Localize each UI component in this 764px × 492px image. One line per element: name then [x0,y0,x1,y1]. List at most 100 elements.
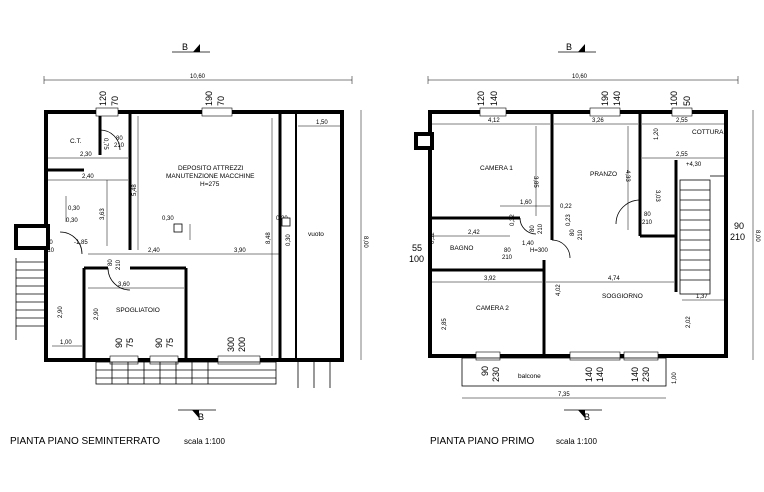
overall-width: 10,60 [190,74,206,80]
dim-030a: 0,30 [68,206,80,212]
dim-285: 2,85 [442,318,448,330]
section-letter: B [566,42,572,52]
deposito-line-3: H=275 [200,181,220,188]
left-plan-scale: scala 1:100 [184,437,225,446]
section-letter: B [182,42,188,52]
ct-door-width: 80 [116,136,123,142]
ramp-bottom [95,360,331,388]
dim-032: 0,32 [510,214,516,226]
deposito-line-2: MANUTENZIONE MACCHINE [166,173,255,180]
dim-030c: 0,30 [162,216,174,222]
section-letter: B [584,412,590,422]
window-top-1-width: 120 [476,91,486,106]
window-bot-1-width: 90 [480,366,490,376]
camera2-label: CAMERA 2 [476,305,509,312]
dim-052: 0,52 [430,232,436,244]
ct-dim: 0,75 [102,138,108,150]
section-marker-bottom-right: B [564,409,602,422]
window-top-2-height: 140 [612,91,622,106]
window-bot-1-height: 75 [125,338,135,348]
dim-230: 2,30 [80,152,92,158]
dim-303: 3,03 [654,190,660,202]
window-top-1-height: 70 [110,96,120,106]
c1-door-height: 210 [538,223,544,234]
garage-door-width: 300 [226,337,236,352]
dim-363: 3,63 [100,208,106,220]
sp-door-width: 80 [108,259,114,266]
stairs-left [15,258,46,340]
overall-width: 10,60 [572,74,588,80]
c1-door-width: 80 [530,225,536,232]
dim-140: 1,40 [522,241,534,247]
window-top-2-width: 190 [204,91,214,106]
dim-137: 1,37 [696,294,708,300]
garage-door-height: 200 [237,337,247,352]
pranzo-door-width: 80 [644,212,651,218]
dim-433: 4,33 [624,170,630,182]
window-bot-2-width: 90 [154,338,164,348]
overall-height: 8,00 [754,230,760,242]
dim-030-right: 0,30 [286,234,292,246]
window-top-1-width: 120 [98,91,108,106]
window-top-3-height: 50 [682,96,692,106]
dim-150: 1,50 [316,120,328,126]
bagno-side-height: 100 [409,254,424,264]
dim-100: 1,00 [60,340,72,346]
dim-474: 4,74 [608,276,620,282]
outer-walls [44,110,344,362]
dim-023: 0,23 [566,214,572,226]
window-bot-2-height: 75 [165,338,175,348]
window-top-3-width: 100 [669,91,679,106]
section-marker-top-left: B [172,42,210,53]
window-bot-1-width: 90 [114,338,124,348]
dim-242: 2,42 [468,230,480,236]
dim-392: 3,92 [484,276,496,282]
pranzo-label: PRANZO [590,171,617,178]
right-plan-title: PIANTA PIANO PRIMO [430,436,534,447]
dim-326: 3,26 [592,118,604,124]
section-marker-bottom-left: B [178,409,216,422]
window-bot-2-width: 140 [584,367,594,382]
dim-160: 1,60 [520,200,532,206]
dim-848: 8,48 [266,232,272,244]
entry-landing [14,224,50,250]
entry-height: 210 [730,232,745,242]
left-plan: B B 10,60 8,00 [10,42,368,447]
dim-290a: 2,90 [58,306,64,318]
dim-290b: 2,90 [94,308,100,320]
sp-door-height: 210 [116,259,122,270]
dim-030b: 0,30 [66,218,78,224]
dim-022: 0,22 [560,204,572,210]
dim-390: 3,90 [234,248,246,254]
dim-120: 1,20 [654,128,660,140]
dim-735: 7,35 [558,392,570,398]
entry-width: 90 [734,221,744,231]
dim-255b: 2,55 [676,152,688,158]
balcony [461,357,667,387]
stairs-right [679,175,726,295]
window-bot-3-height: 230 [641,367,651,382]
chimney [414,132,434,150]
window-bot-3-width: 140 [630,367,640,382]
entry-door-height: 210 [44,248,55,254]
dim-255a: 2,55 [676,118,688,124]
bagno-door-height: 210 [502,255,513,261]
cottura-label: COTTURA [692,129,724,136]
deposito-line-1: DEPOSITO ATTREZZI [178,165,244,172]
dim-h300: H=300 [530,248,549,254]
window-top-2-height: 70 [216,96,226,106]
balcone-label: balcone [518,373,541,380]
soggiorno-label: SOGGIORNO [602,293,643,300]
right-plan-scale: scala 1:100 [556,437,597,446]
section-letter: B [198,412,204,422]
dim-100: 1,00 [672,372,678,384]
dim-412: 4,12 [488,118,500,124]
c1-door2-width: 80 [570,229,576,236]
section-marker-top-right: B [558,42,596,53]
window-top-1-height: 140 [489,91,499,106]
dim-402: 4,02 [556,284,562,296]
window-bot-1-height: 230 [491,367,501,382]
vuoto-label: vuoto [308,231,324,238]
bagno-side-width: 55 [412,243,422,253]
